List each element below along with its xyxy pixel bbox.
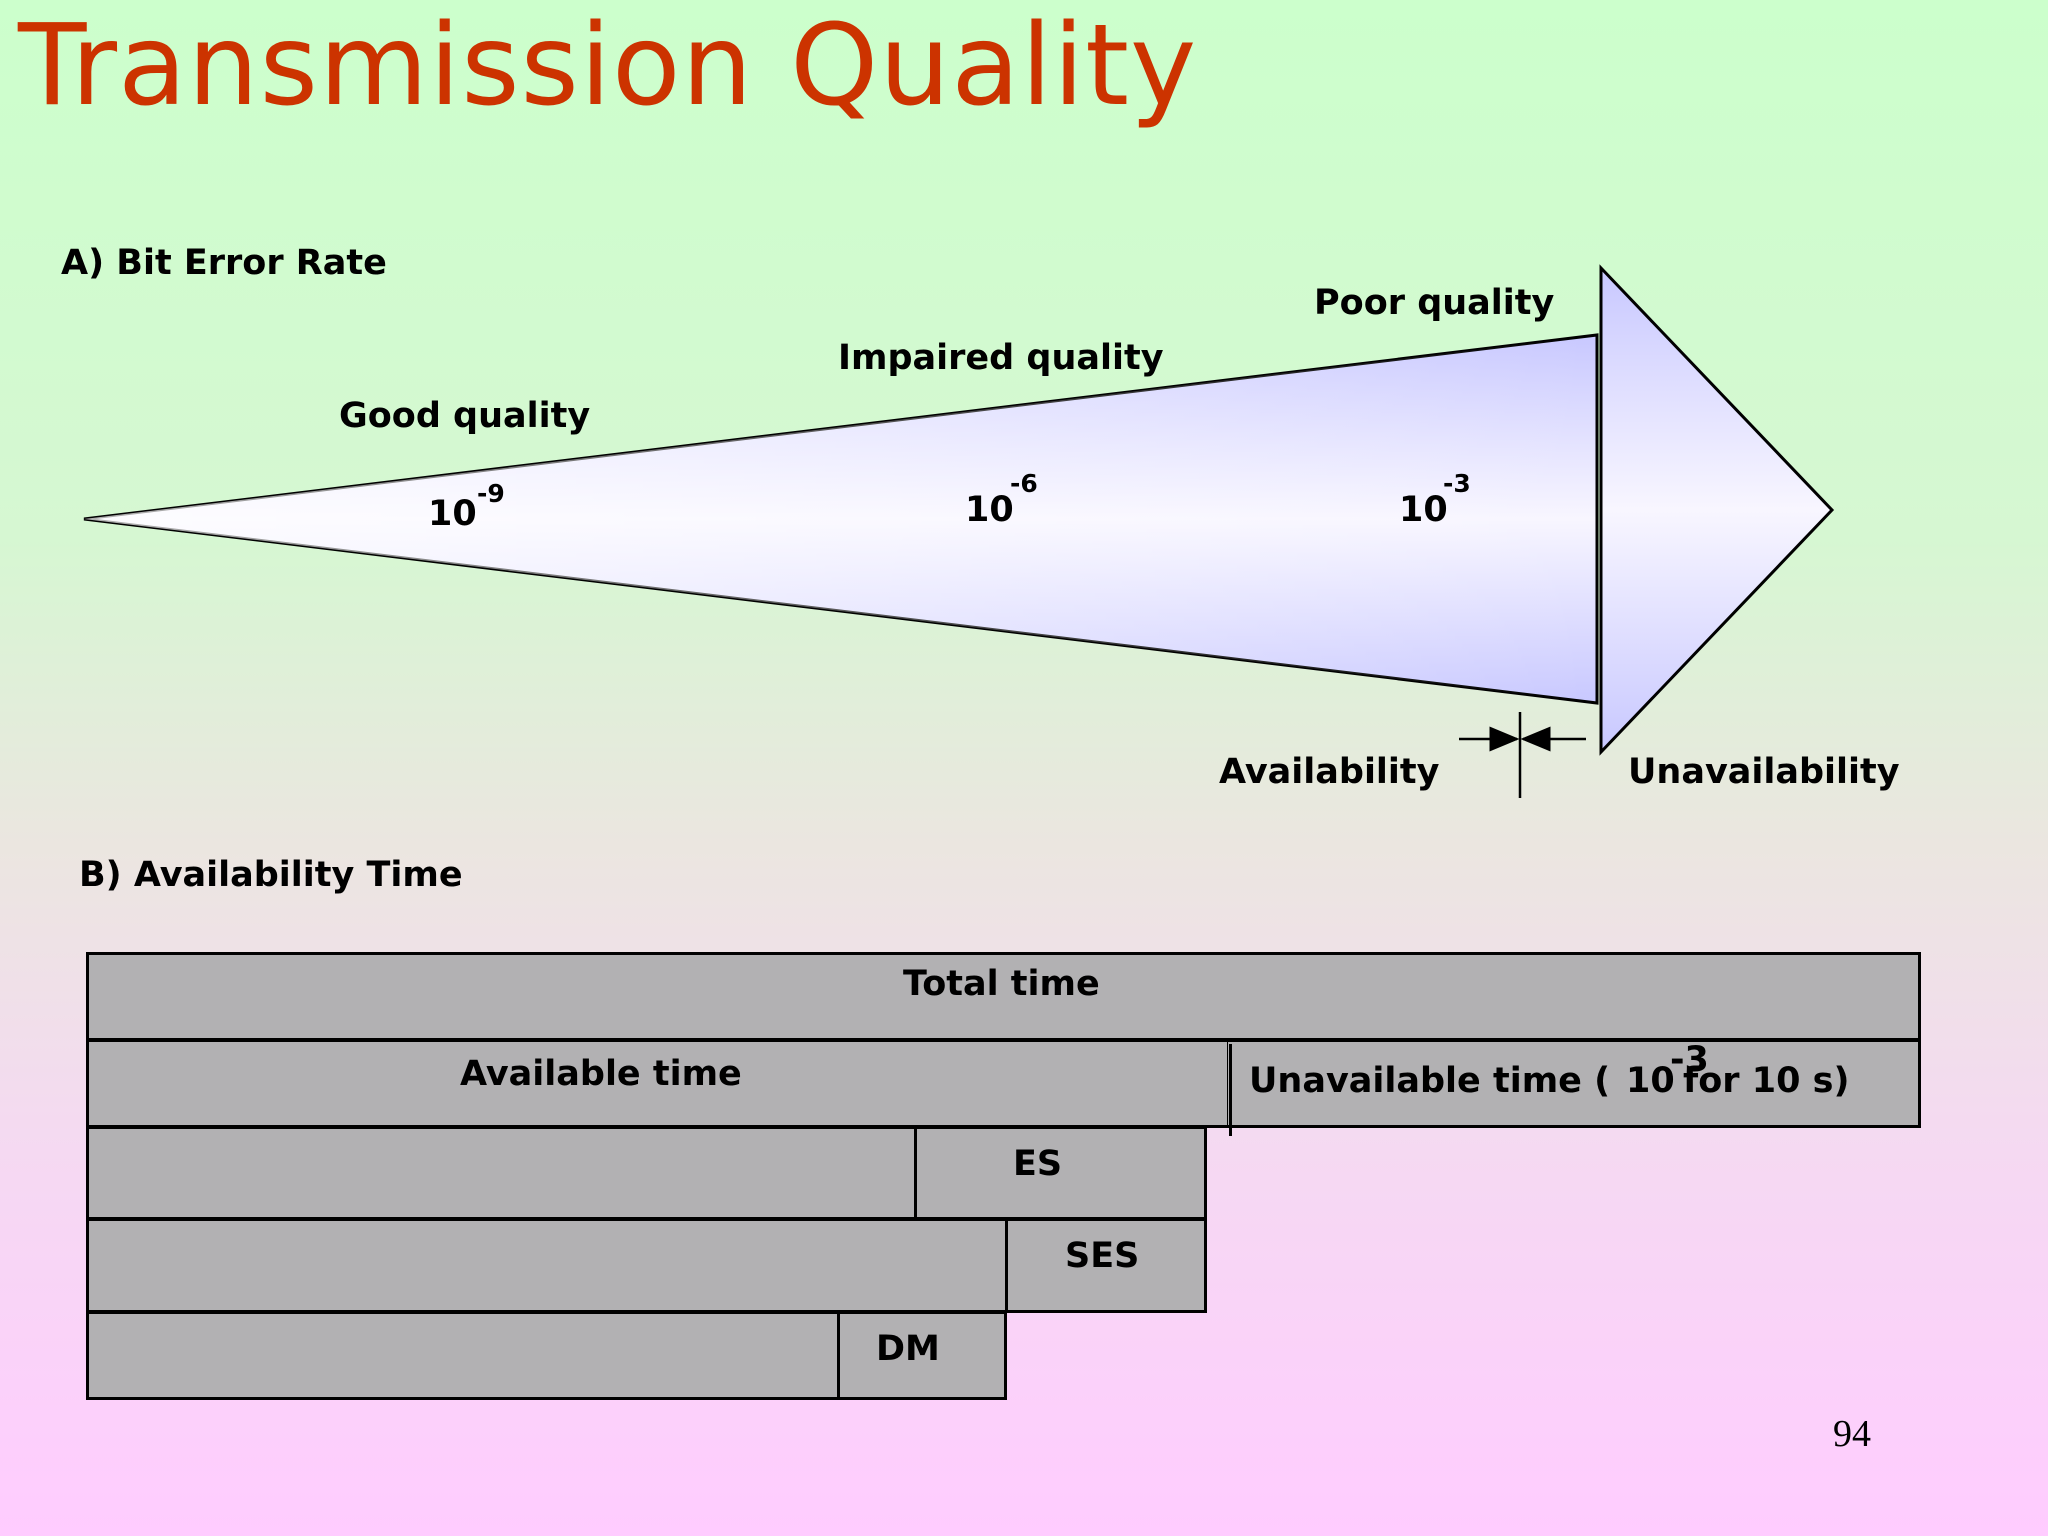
good-quality-label: Good quality <box>339 396 591 436</box>
unavailable-time-base: 10 <box>1626 1061 1675 1101</box>
total-time-bar <box>86 952 1921 1041</box>
ber-value-1-base: 10 <box>428 494 477 534</box>
ber-value-3-exponent: -3 <box>1443 469 1471 498</box>
impaired-quality-label: Impaired quality <box>838 338 1164 378</box>
unavailability-arrowhead <box>1599 264 1835 756</box>
unavailability-label: Unavailability <box>1628 752 1900 792</box>
section-a-heading: A) Bit Error Rate <box>61 243 387 283</box>
page-number: 94 <box>1833 1413 1871 1455</box>
available-time-label: Available time <box>460 1054 742 1094</box>
ses-label: SES <box>1065 1236 1140 1276</box>
unavailable-time-exponent: -3 <box>1670 1040 1709 1080</box>
es-base-bar <box>86 1126 917 1220</box>
unavailable-time-prefix: Unavailable time ( <box>1249 1061 1611 1101</box>
unavailable-time-suffix: for 10 s) <box>1683 1061 1850 1101</box>
ber-value-2-base: 10 <box>965 490 1014 530</box>
availability-label: Availability <box>1219 752 1440 792</box>
es-label: ES <box>1013 1144 1063 1184</box>
available-unavailable-divider <box>1229 1044 1232 1136</box>
slide-title: Transmission Quality <box>18 1 1198 131</box>
ber-value-2-exponent: -6 <box>1010 469 1038 498</box>
total-time-label: Total time <box>903 964 1100 1004</box>
unavailable-time-bar <box>1228 1039 1921 1128</box>
section-b-heading: B) Availability Time <box>79 855 463 895</box>
ber-value-1-exponent: -9 <box>477 479 505 508</box>
poor-quality-label: Poor quality <box>1314 283 1555 323</box>
dm-base-bar <box>86 1311 840 1400</box>
dm-label: DM <box>876 1329 940 1369</box>
ses-base-bar <box>86 1218 1008 1313</box>
dm-bar <box>837 1311 1007 1400</box>
ses-bar <box>1005 1218 1207 1313</box>
ber-value-3-base: 10 <box>1399 490 1448 530</box>
